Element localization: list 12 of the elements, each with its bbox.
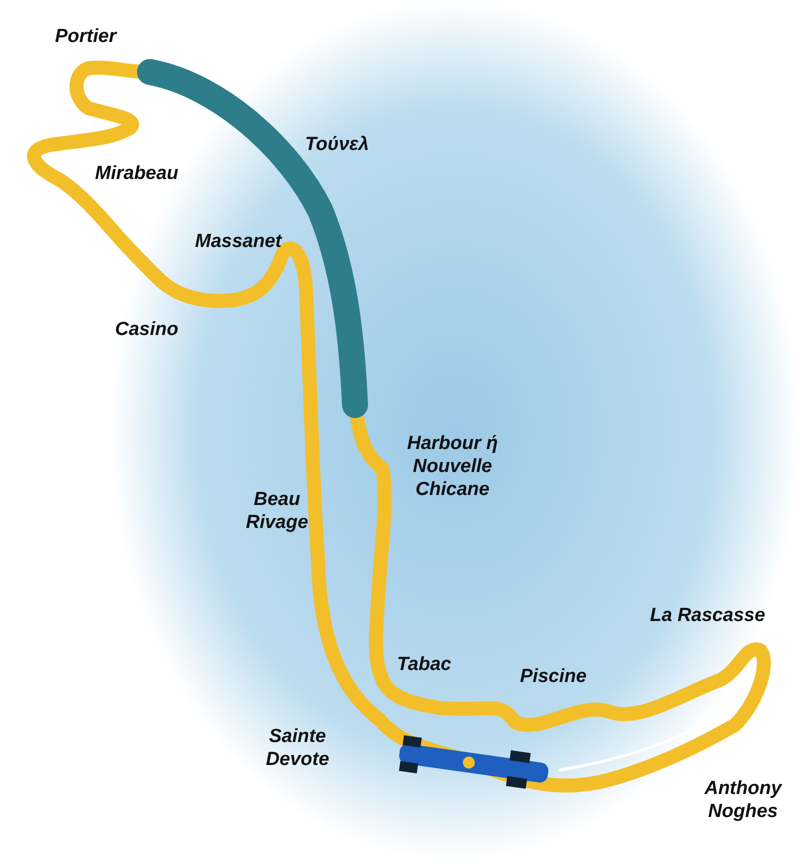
corner-name: Sainte Devote <box>264 725 330 771</box>
corner-name: La Rascasse <box>650 604 766 627</box>
corner-name: Piscine <box>520 665 587 688</box>
corner-name: Anthony Noghes <box>703 777 784 823</box>
corner-name: Casino <box>115 318 178 341</box>
corner-name: Mirabeau <box>95 162 178 185</box>
corner-name: Tabac <box>397 653 452 676</box>
corner-name: Beau Rivage <box>244 488 310 534</box>
corner-name: Harbour ή Nouvelle Chicane <box>406 432 499 501</box>
corner-name: Τούνελ <box>305 133 369 156</box>
corner-name: Portier <box>55 25 116 48</box>
corner-name: Massanet <box>195 230 282 253</box>
